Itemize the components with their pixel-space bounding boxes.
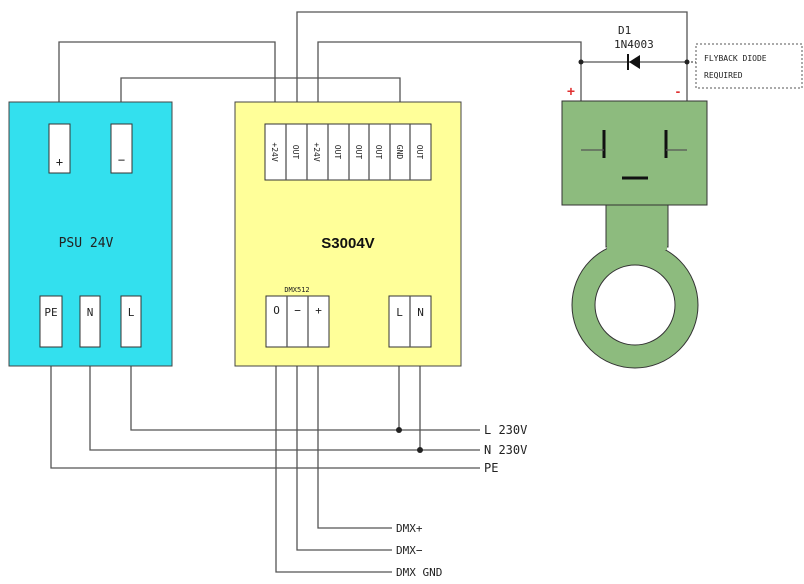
diode-note-box	[695, 43, 803, 89]
terminal-label-5: OUT	[354, 145, 363, 160]
controller-title: S3004V	[321, 235, 374, 252]
wire-n-230v	[89, 347, 480, 451]
psu-minus-label: −	[118, 153, 125, 167]
line-labels: L 230V N 230V PE DMX+ DMX− DMX GND	[396, 423, 527, 579]
dmx-terminal-strip	[265, 295, 330, 348]
mains-n-label: N 230V	[484, 443, 527, 457]
diode-block: D1 1N4003 FLYBACK DIODE REQUIRED	[614, 24, 803, 89]
diode-symbol-icon	[629, 55, 640, 69]
diode-note-line1: FLYBACK DIODE	[704, 54, 767, 63]
terminal-label-6: OUT	[374, 145, 383, 160]
psu-title: PSU 24V	[59, 236, 114, 251]
psu-plus-terminal	[48, 123, 71, 174]
mains-terminal-l-label: L	[396, 306, 403, 319]
dmx-terminal-plus-label: +	[315, 304, 322, 317]
controller-top-terminals: +24V OUT +24V OUT OUT OUT GND OUT	[270, 124, 424, 180]
diode-part-number: 1N4003	[614, 38, 654, 51]
terminal-label-2: OUT	[291, 145, 300, 160]
wire-psu-plus	[58, 41, 276, 124]
psu-pe-label: PE	[44, 306, 57, 319]
solenoid-ring-hole	[594, 264, 676, 346]
mains-l-label: L 230V	[484, 423, 527, 437]
diode-designator: D1	[618, 24, 631, 37]
psu-l-terminal	[120, 295, 142, 348]
psu-n-terminal	[79, 295, 101, 348]
wire-psu-minus	[120, 77, 401, 124]
junction-diode-right	[684, 59, 690, 65]
psu-l-label: L	[128, 306, 135, 319]
psu-body	[8, 101, 173, 367]
junction-n	[417, 447, 423, 453]
psu-plus-label: +	[56, 155, 63, 169]
terminal-label-3: +24V	[312, 142, 321, 161]
psu-pe-terminal	[39, 295, 63, 348]
wire-24v-solenoid-plus	[317, 41, 582, 150]
psu-n-label: N	[87, 306, 94, 319]
psu-block: + − PSU 24V PE N L	[8, 101, 173, 367]
wire-dmx-gnd	[275, 347, 392, 573]
solenoid-minus-label: -	[676, 83, 681, 99]
dmx-terminal-minus-label: −	[294, 304, 301, 317]
diode-note-line2: REQUIRED	[704, 71, 743, 80]
wire-out-solenoid-minus	[296, 11, 688, 150]
solenoid-plus-label: +	[567, 83, 575, 99]
junction-l	[396, 427, 402, 433]
wires	[50, 11, 696, 573]
wire-l-230v	[130, 347, 480, 431]
terminal-label-8: OUT	[415, 145, 424, 160]
controller-block: +24V OUT +24V OUT OUT OUT GND OUT S3004V…	[234, 101, 462, 367]
terminal-label-4: OUT	[333, 145, 342, 160]
solenoid-head	[561, 100, 708, 206]
solenoid-block: + -	[561, 83, 708, 369]
dmx-terminal-gnd-label: O	[273, 304, 280, 317]
psu-minus-terminal	[110, 123, 133, 174]
wire-dmx-minus	[296, 347, 392, 551]
wire-pe	[50, 347, 480, 469]
junction-diode-left	[578, 59, 584, 65]
dmx-header-label: DMX512	[284, 286, 309, 294]
solenoid-ring-joint	[607, 236, 667, 250]
dmx-plus-label: DMX+	[396, 522, 423, 535]
mains-terminal-n-label: N	[417, 306, 424, 319]
controller-top-terminal-strip	[264, 123, 432, 181]
terminal-label-1: +24V	[270, 142, 279, 161]
mains-pe-label: PE	[484, 461, 498, 475]
dmx-gnd-label: DMX GND	[396, 566, 442, 579]
dmx-minus-label: DMX−	[396, 544, 423, 557]
terminal-label-7: GND	[395, 145, 404, 160]
wire-dmx-plus	[317, 347, 392, 529]
